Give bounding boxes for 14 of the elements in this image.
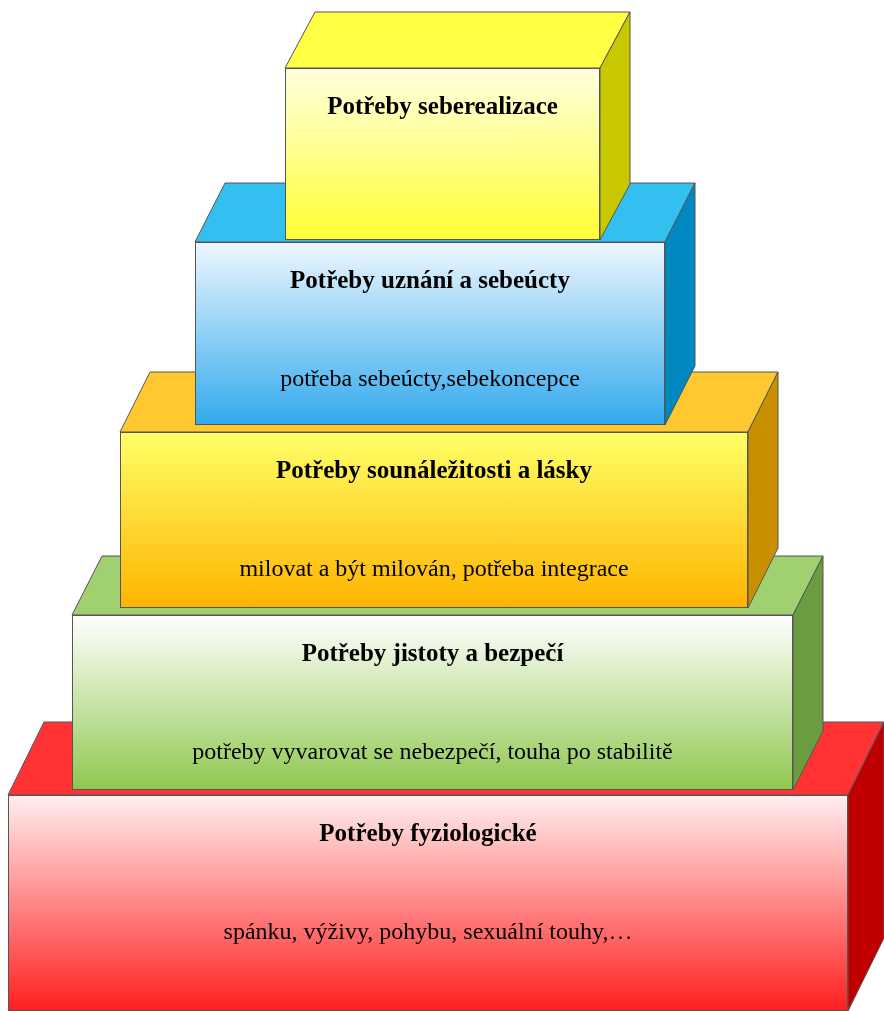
pyramid-level bbox=[195, 242, 665, 425]
pyramid-level bbox=[72, 615, 793, 790]
level-description: potřeba sebeúcty,sebekoncepce bbox=[280, 364, 580, 393]
level-description: milovat a být milován, potřeba integrace bbox=[239, 554, 629, 583]
level-heading: Potřeby jistoty a bezpečí bbox=[301, 638, 564, 668]
pyramid-level bbox=[120, 432, 748, 608]
level-description: spánku, výživy, pohybu, sexuální touhy,… bbox=[223, 917, 633, 946]
level-heading: Potřeby sounáležitosti a lásky bbox=[276, 455, 592, 485]
pyramid-level bbox=[285, 68, 600, 240]
level-heading: Potřeby uznání a sebeúcty bbox=[290, 265, 570, 295]
level-heading: Potřeby fyziologické bbox=[319, 818, 537, 848]
level-heading: Potřeby seberealizace bbox=[327, 91, 558, 121]
level-description: potřeby vyvarovat se nebezpečí, touha po stabilitě bbox=[192, 737, 673, 766]
pyramid-level bbox=[8, 795, 848, 1011]
